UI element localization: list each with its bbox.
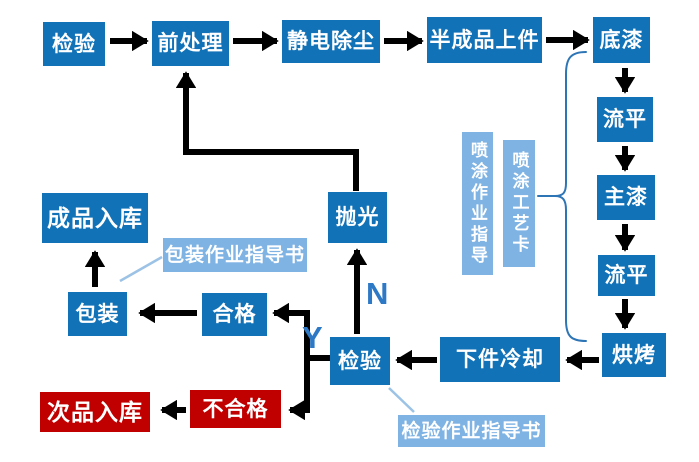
branch-label-yes: Y (302, 320, 323, 355)
node-finished-goods-storage: 成品入库 (42, 193, 148, 243)
connector-packaging-annotation (119, 255, 163, 283)
node-packaging: 包装 (68, 292, 127, 336)
paint-stage-brace (537, 51, 587, 342)
node-baking: 烘烤 (602, 333, 666, 377)
node-static-dust-removal: 静电除尘 (282, 20, 380, 63)
annotation-packaging-work-instruction: 包装作业指导书 (163, 238, 307, 272)
node-primer: 底漆 (593, 17, 650, 63)
node-qualified: 合格 (202, 293, 267, 336)
node-inspection-incoming: 检验 (43, 22, 105, 66)
node-unqualified: 不合格 (190, 390, 281, 428)
node-leveling-1: 流平 (597, 97, 653, 142)
node-pretreatment: 前处理 (152, 21, 229, 66)
node-leveling-2: 流平 (598, 255, 655, 296)
node-defective-storage: 次品入库 (40, 392, 150, 432)
node-semi-finished-loading: 半成品上件 (427, 17, 542, 63)
arrow-branch-to-unqualified (288, 355, 310, 421)
node-inspection-final: 检验 (330, 337, 390, 385)
branch-label-no: N (366, 276, 389, 311)
annotation-spray-process-card: 喷涂工艺卡 (503, 140, 535, 267)
connector-inspection-annotation (388, 387, 415, 413)
arrow-polishing-to-pretreatment (175, 71, 359, 191)
annotation-inspection-work-instruction: 检验作业指导书 (398, 415, 545, 447)
annotation-spray-work-instruction: 喷涂作业指导 (462, 132, 493, 275)
node-polishing: 抛光 (328, 192, 387, 243)
arrow-branch-to-qualified (272, 302, 310, 361)
node-main-paint: 主漆 (597, 175, 655, 220)
node-unload-cooling: 下件冷却 (440, 337, 560, 382)
